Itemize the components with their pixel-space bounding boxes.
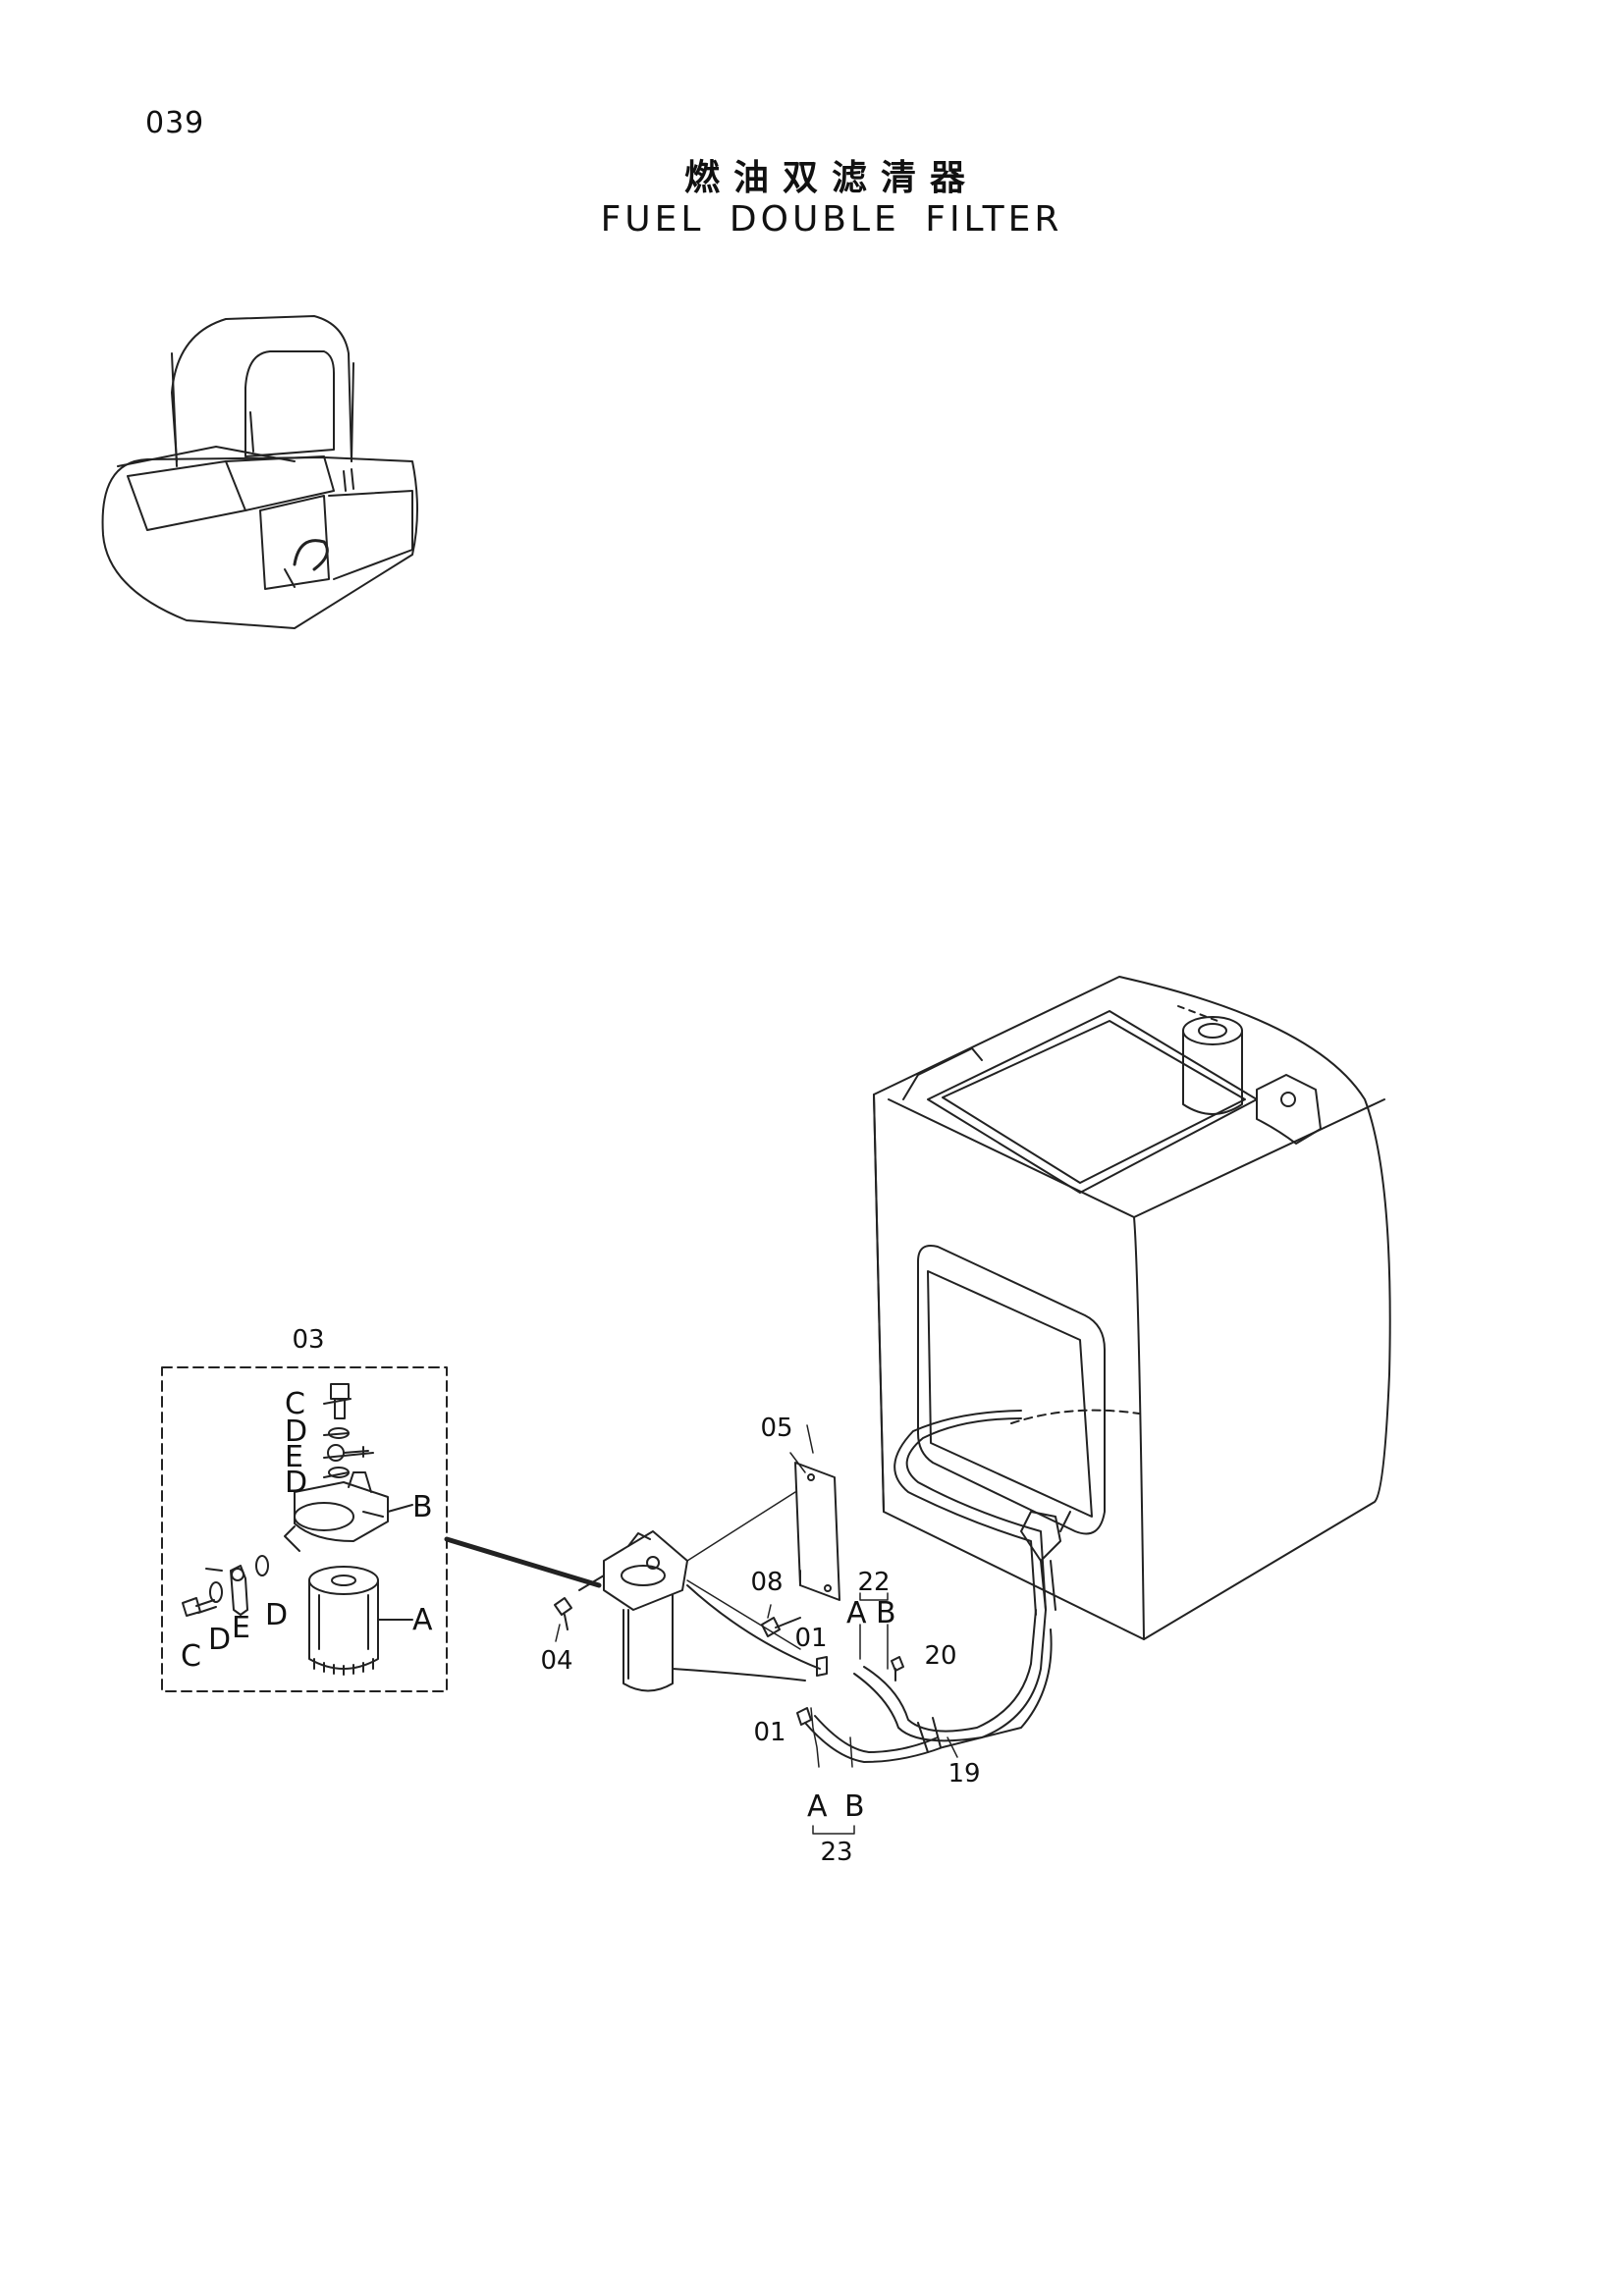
title-english: FUEL DOUBLE FILTER [600, 199, 1063, 240]
callout-23: 23 [820, 1838, 852, 1867]
hose-letter-a-22: A [846, 1596, 867, 1630]
hose-letter-b-22: B [876, 1596, 896, 1630]
page-number: 039 [145, 106, 205, 140]
callout-03: 03 [292, 1325, 324, 1355]
detail-letter-d-1: D [285, 1415, 307, 1449]
detail-letter-c-top: C [285, 1387, 305, 1421]
callout-19: 19 [947, 1759, 980, 1789]
callout-08: 08 [750, 1568, 783, 1597]
hose-letter-b-23: B [844, 1789, 865, 1824]
title-chinese: 燃油双滤清器 [683, 158, 979, 198]
detail-box-03 [161, 1366, 448, 1692]
fuel-tank [873, 976, 1391, 1640]
detail-letter-d-4: D [265, 1598, 288, 1632]
detail-letter-e-bottom: E [232, 1611, 250, 1645]
excavator-locator-icon [101, 315, 418, 629]
detail-letter-c-bottom: C [181, 1639, 201, 1674]
detail-letter-d-2: D [285, 1466, 307, 1500]
detail-letter-e-top: E [285, 1440, 303, 1474]
callout-05: 05 [760, 1414, 792, 1443]
detail-letter-d-3: D [208, 1623, 231, 1657]
callout-01-upper: 01 [794, 1624, 827, 1653]
filter-assembly-exploded [182, 1383, 413, 1676]
callout-04: 04 [540, 1646, 572, 1676]
detail-letter-a: A [412, 1603, 433, 1637]
hose-letter-a-23: A [807, 1789, 828, 1824]
detail-letter-b: B [412, 1490, 433, 1524]
callout-20: 20 [924, 1641, 956, 1671]
callout-22: 22 [857, 1568, 890, 1597]
callout-01-lower: 01 [753, 1718, 785, 1747]
bracket-plate-05 [794, 1462, 840, 1601]
fuel-hoses [672, 1410, 1071, 1763]
fuel-filter-mounted [554, 1530, 688, 1692]
